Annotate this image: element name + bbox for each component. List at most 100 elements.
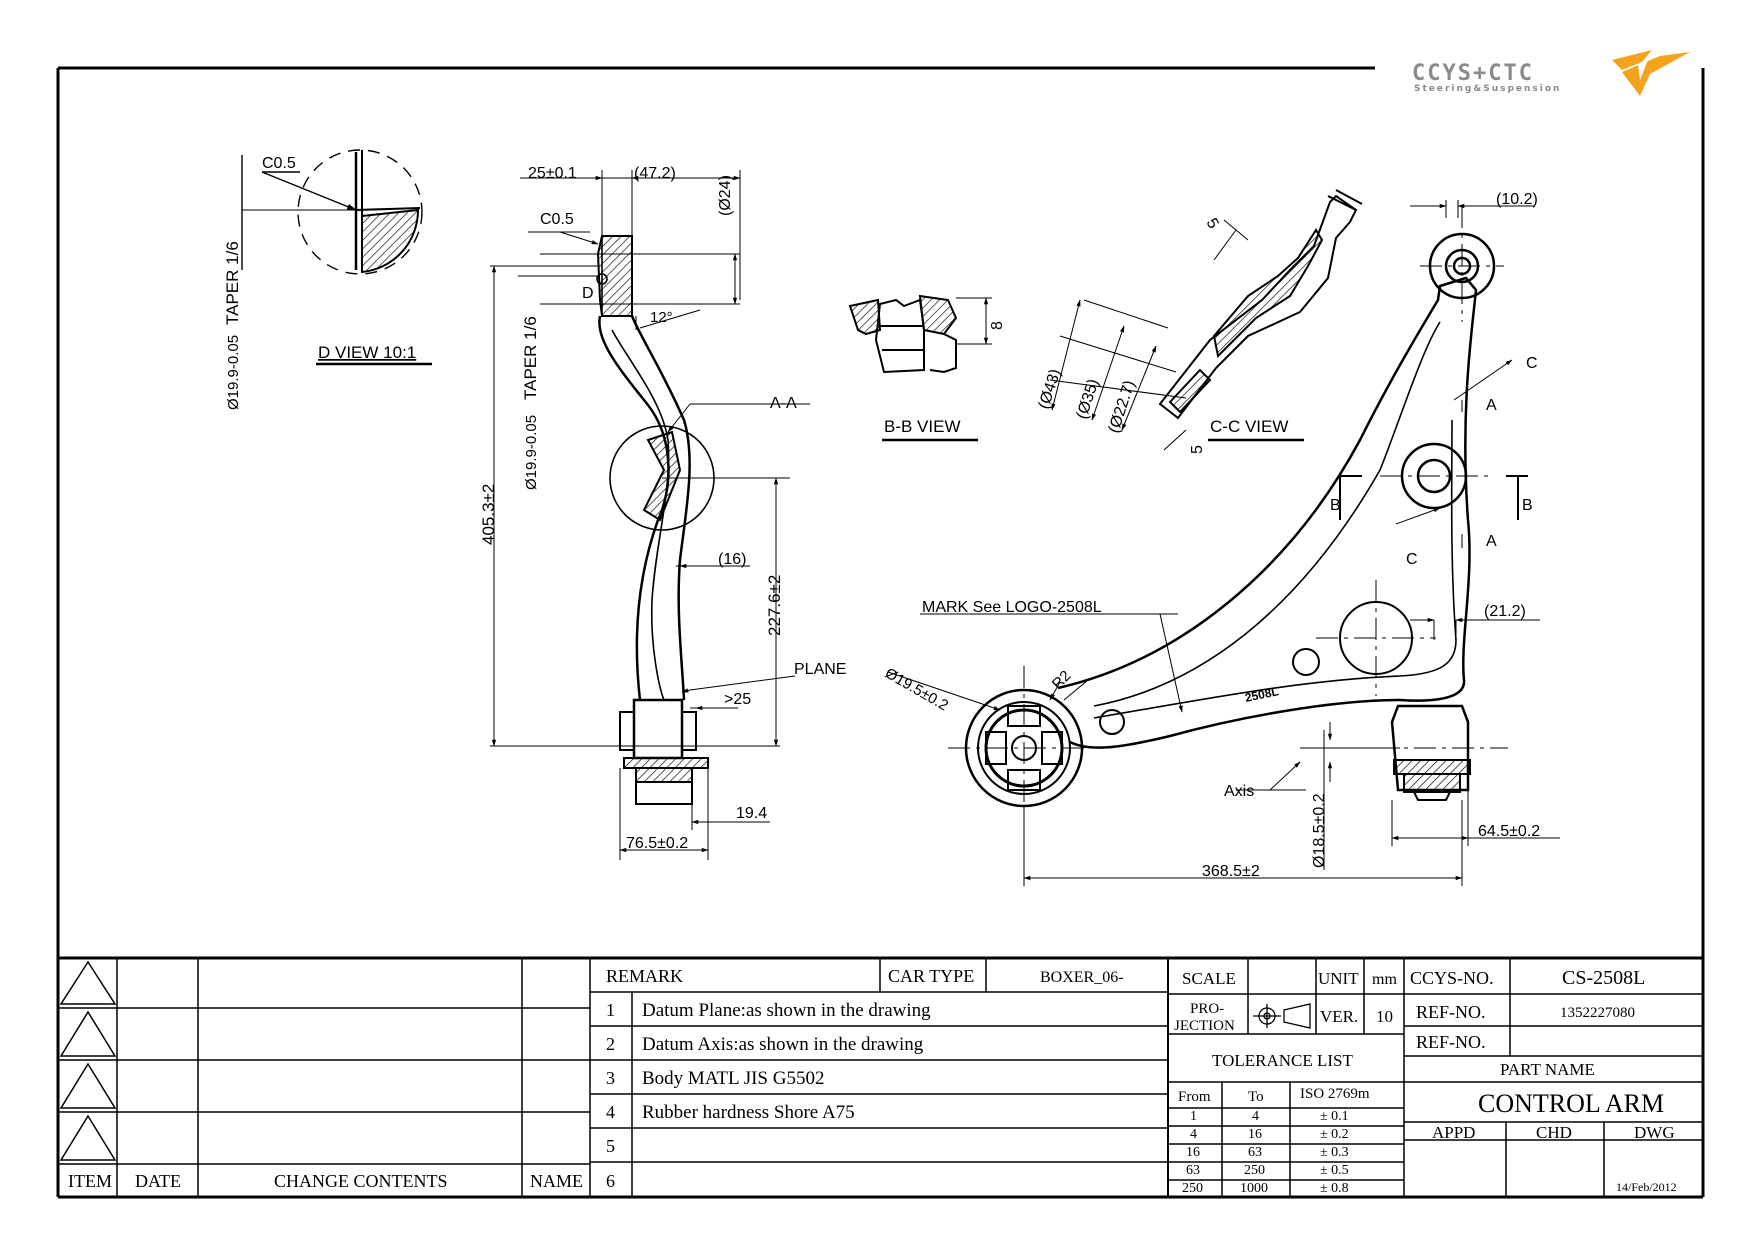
bb-view-section <box>848 294 992 442</box>
company-logo: CCYS+CTC Steering&Suspension <box>1412 50 1690 96</box>
tolerance-row-5-tol: ± 0.8 <box>1320 1181 1349 1196</box>
unit-label: UNIT <box>1318 969 1359 988</box>
ccys-no-value: CS-2508L <box>1562 967 1645 989</box>
sheet-border <box>56 66 1705 1199</box>
part-name-label: PART NAME <box>1500 1060 1595 1079</box>
tolerance-row-1-from: 1 <box>1190 1109 1197 1124</box>
tolerance-title: TOLERANCE LIST <box>1212 1051 1353 1070</box>
remark-row-1-number: 1 <box>606 1000 615 1020</box>
main-view-dimensions <box>887 200 1560 886</box>
main-a-upper-label: A <box>1486 397 1497 414</box>
revision-triangle-icons <box>59 960 117 1161</box>
remark-row-3-text: Body MATL JIS G5502 <box>642 1068 824 1089</box>
main-d645-label: 64.5±0.2 <box>1478 823 1540 840</box>
remark-row-5-number: 5 <box>606 1136 615 1156</box>
remark-row-6-number: 6 <box>606 1171 615 1191</box>
ref-no-label: REF-NO. <box>1416 1002 1486 1022</box>
remark-header: REMARK <box>606 966 683 986</box>
tolerance-row-3-from: 16 <box>1186 1145 1200 1160</box>
cc-view-d5b-label: 5 <box>1189 445 1206 454</box>
side-d24-label: (Ø24) <box>717 175 734 216</box>
projection-label-2: JECTION <box>1174 1018 1235 1034</box>
main-b-right-label: B <box>1522 497 1533 514</box>
tolerance-row-1-to: 4 <box>1252 1109 1259 1124</box>
main-d185-label: Ø18.5±0.2 <box>1311 793 1328 868</box>
main-mark-label: MARK See LOGO-2508L <box>922 599 1102 616</box>
d-view-c05-label: C0.5 <box>262 155 296 172</box>
remark-row-1-text: Datum Plane:as shown in the drawing <box>642 1000 931 1021</box>
side-h405-label: 405.3±2 <box>479 484 498 545</box>
ref-no-label-2: REF-NO. <box>1416 1032 1486 1052</box>
main-b-left-label: B <box>1330 497 1341 514</box>
side-gt25-label: >25 <box>724 691 751 708</box>
side-d19-label: 19.4 <box>736 805 767 822</box>
remark-row-2-text: Datum Axis:as shown in the drawing <box>642 1034 924 1055</box>
tolerance-row-4-from: 63 <box>1186 1163 1200 1178</box>
remark-row-2-number: 2 <box>606 1034 615 1054</box>
tolerance-row-5-to: 1000 <box>1240 1181 1268 1196</box>
projection-label-1: PRO- <box>1190 1001 1224 1017</box>
logo-brand: CCYS+CTC <box>1412 61 1534 86</box>
main-stamp-label: 2508L <box>1244 684 1280 705</box>
side-dia-label: Ø19.9-0.05 <box>523 415 540 490</box>
side-d76-label: 76.5±0.2 <box>626 835 688 852</box>
rev-header-item: ITEM <box>68 1171 112 1191</box>
cc-view-section <box>1049 189 1363 451</box>
ccys-no-label: CCYS-NO. <box>1410 968 1494 988</box>
ver-value: 10 <box>1376 1007 1393 1026</box>
tolerance-row-3-to: 63 <box>1248 1145 1262 1160</box>
title-block-grid <box>58 956 1703 1197</box>
ver-label: VER. <box>1320 1007 1358 1026</box>
main-c-upper-label: C <box>1526 355 1538 372</box>
main-axis-label: Axis <box>1224 783 1254 800</box>
d-view-taper-label: TAPER 1/6 <box>223 241 242 325</box>
side-plane-label: PLANE <box>794 661 846 678</box>
d-view-dia-label: Ø19.9-0.05 <box>225 335 242 410</box>
bb-view-d8-label: 8 <box>989 321 1006 330</box>
ref-no-value: 1352227080 <box>1560 1005 1635 1021</box>
tolerance-header-iso: ISO 2769m <box>1300 1086 1370 1102</box>
tolerance-row-4-to: 250 <box>1244 1163 1265 1178</box>
remark-row-3-number: 3 <box>606 1068 615 1088</box>
chd-label: CHD <box>1536 1123 1572 1142</box>
tolerance-row-5-from: 250 <box>1182 1181 1203 1196</box>
main-r2-label: R2 <box>1049 667 1075 693</box>
bb-view-title: B-B VIEW <box>884 417 961 436</box>
cc-view-d43-label: (Ø43) <box>1036 367 1065 411</box>
tolerance-header-from: From <box>1178 1089 1211 1105</box>
part-name-value: CONTROL ARM <box>1478 1089 1664 1118</box>
tolerance-header-to: To <box>1248 1089 1264 1105</box>
rev-header-date: DATE <box>135 1171 181 1191</box>
d-view-detail <box>241 149 423 275</box>
side-d-label: D <box>582 285 594 302</box>
drawing-date: 14/Feb/2012 <box>1616 1180 1677 1194</box>
cc-view-d5a-label: 5 <box>1203 216 1222 232</box>
logo-tagline: Steering&Suspension <box>1414 84 1561 94</box>
side-d25-label: 25±0.1 <box>528 165 577 182</box>
main-c-lower-label: C <box>1406 551 1418 568</box>
tolerance-row-2-tol: ± 0.2 <box>1320 1127 1349 1142</box>
tolerance-row-4-tol: ± 0.5 <box>1320 1163 1349 1178</box>
main-view <box>948 206 1508 830</box>
side-view <box>490 170 810 860</box>
tolerance-row-1-tol: ± 0.1 <box>1320 1109 1349 1124</box>
side-d47-label: (47.2) <box>634 165 676 182</box>
dwg-label: DWG <box>1634 1123 1675 1142</box>
main-d3685-label: 368.5±2 <box>1202 863 1260 880</box>
remark-row-4-text: Rubber hardness Shore A75 <box>642 1102 855 1123</box>
tolerance-row-2-to: 16 <box>1248 1127 1262 1142</box>
cc-view-d227-label: (Ø22.7) <box>1106 378 1139 435</box>
appd-label: APPD <box>1432 1123 1475 1142</box>
side-taper-label: TAPER 1/6 <box>521 316 540 400</box>
main-a-lower-label: A <box>1486 533 1497 550</box>
scale-label: SCALE <box>1182 969 1236 988</box>
side-angle-label: 12° <box>650 309 673 326</box>
tolerance-row-2-from: 4 <box>1190 1127 1197 1142</box>
tolerance-row-3-tol: ± 0.3 <box>1320 1145 1349 1160</box>
car-type-label: CAR TYPE <box>888 966 974 986</box>
side-d16-label: (16) <box>718 551 746 568</box>
logo-emblem-icon <box>1612 50 1690 96</box>
side-c05-label: C0.5 <box>540 211 574 228</box>
side-h227-label: 227.6±2 <box>765 575 784 636</box>
